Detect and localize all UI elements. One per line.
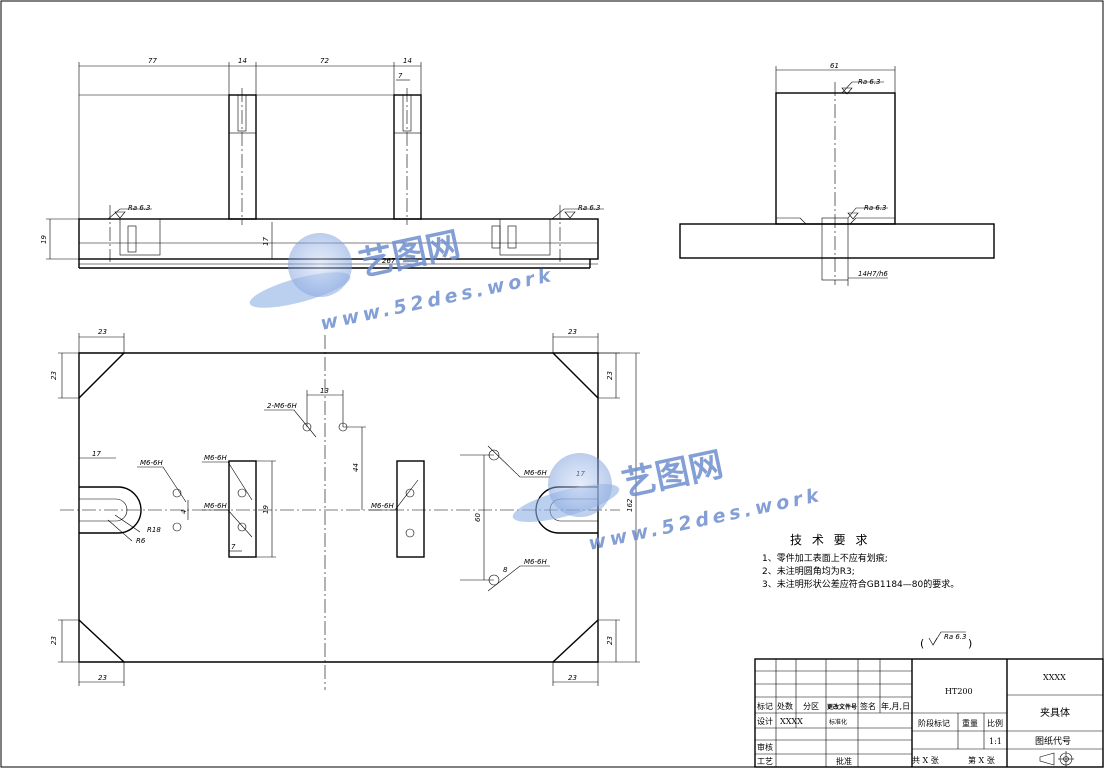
dim-162: 162 — [626, 498, 634, 512]
tb-part-name: 夹具体 — [1040, 706, 1070, 719]
dim-267: 267 — [382, 257, 396, 265]
surface-note-ra: Ra 6.3 — [944, 633, 967, 641]
dim-17-left: 17 — [92, 450, 101, 458]
label-m6-e: M6-6H — [524, 469, 547, 477]
dim-23-tr-v: 23 — [606, 371, 614, 380]
watermark-url-2: www.52des.work — [586, 484, 824, 555]
tb-stage: 阶段标记 — [918, 718, 950, 728]
tb-sign: 签名 — [860, 701, 876, 711]
dim-17-front: 17 — [262, 237, 270, 246]
tb-scale-label: 比例 — [987, 718, 1003, 728]
dim-61: 61 — [830, 62, 839, 70]
dim-60: 60 — [474, 513, 482, 522]
label-m6-a: M6-6H — [140, 459, 163, 467]
tb-designer: XXXX — [780, 717, 803, 726]
tech-req-1: 1、零件加工表面上不应有划痕; — [762, 552, 888, 564]
surface-roughness-note: ( ) — [920, 631, 972, 650]
tb-date: 年,月,日 — [881, 701, 910, 711]
label-m6-f: M6-6H — [524, 558, 547, 566]
watermark-brand-1: 艺图网 — [356, 224, 464, 284]
roughness-left: Ra 6.3 — [128, 204, 151, 212]
tb-process: 工艺 — [757, 757, 773, 766]
dim-23-br: 23 — [568, 674, 577, 682]
dim-13: 13 — [320, 387, 329, 395]
tb-material: HT200 — [945, 687, 973, 696]
dim-r6: R6 — [136, 537, 146, 545]
tech-req-2: 2、未注明圆角均为R3; — [762, 565, 855, 577]
side-view — [679, 66, 995, 286]
watermark-1 — [249, 233, 352, 308]
watermark-brand-2: 艺图网 — [619, 444, 727, 504]
dim-44: 44 — [352, 463, 360, 472]
tb-approve: 批准 — [836, 756, 852, 766]
dim-23-tl-v: 23 — [50, 371, 58, 380]
svg-text:(: ( — [920, 637, 924, 650]
dim-23-bl-v: 23 — [50, 636, 58, 645]
dim-23-tr: 23 — [568, 328, 577, 336]
title-block — [754, 658, 1104, 768]
tb-change-doc: 更改文件号 — [827, 703, 857, 711]
tb-design: 设计 — [757, 716, 773, 726]
dim-19-front: 19 — [40, 235, 48, 244]
watermark-globe-icon-2 — [548, 453, 612, 517]
label-m6-c: M6-6H — [204, 502, 227, 510]
tb-drawing-no-label: 图纸代号 — [1035, 735, 1071, 747]
dim-7-plan: 7 — [231, 543, 236, 551]
dim-72: 72 — [320, 57, 329, 65]
dim-23-bl: 23 — [98, 674, 107, 682]
fit-14H7h6: 14H7/h6 — [858, 270, 888, 278]
watermark-url-1: www.52des.work — [318, 264, 556, 335]
roughness-side-top: Ra 6.3 — [858, 78, 881, 86]
tb-zone: 分区 — [803, 702, 819, 711]
projection-symbol-icon — [1039, 751, 1074, 767]
dim-14-right: 14 — [403, 57, 412, 65]
dim-7-top: 7 — [398, 72, 403, 80]
dim-14-left: 14 — [238, 57, 247, 65]
label-2-m6: 2-M6-6H — [267, 402, 297, 410]
dim-r18: R18 — [147, 526, 161, 534]
dim-77: 77 — [148, 57, 157, 65]
dim-4: 4 — [180, 510, 188, 514]
roughness-side-mid: Ra 6.3 — [864, 204, 887, 212]
tb-scale: 1:1 — [989, 737, 1002, 746]
tech-req-3: 3、未注明形状公差应符合GB1184—80的要求。 — [762, 578, 959, 590]
dim-8: 8 — [503, 566, 508, 574]
tb-company: XXXX — [1043, 673, 1066, 682]
watermark-globe-icon — [288, 233, 352, 297]
label-m6-b: M6-6H — [204, 454, 227, 462]
svg-text:): ) — [968, 637, 972, 650]
tech-req-title: 技 术 要 求 — [790, 533, 870, 547]
dim-23-tl: 23 — [98, 328, 107, 336]
tb-count: 处数 — [777, 701, 793, 711]
tb-standardize: 标准化 — [829, 718, 847, 726]
roughness-right: Ra 6.3 — [578, 204, 601, 212]
tb-total-sheets: 共 X 张 — [912, 756, 939, 765]
label-m6-d: M6-6H — [371, 502, 394, 510]
tb-weight: 重量 — [962, 718, 978, 728]
watermark-2 — [512, 453, 620, 522]
tb-sheet-no: 第 X 张 — [968, 755, 995, 765]
plan-view — [58, 333, 640, 690]
dim-23-br-v: 23 — [606, 636, 614, 645]
tb-review: 审核 — [757, 742, 773, 752]
dim-19-plan: 19 — [262, 505, 270, 514]
tb-mark: 标记 — [757, 701, 773, 711]
